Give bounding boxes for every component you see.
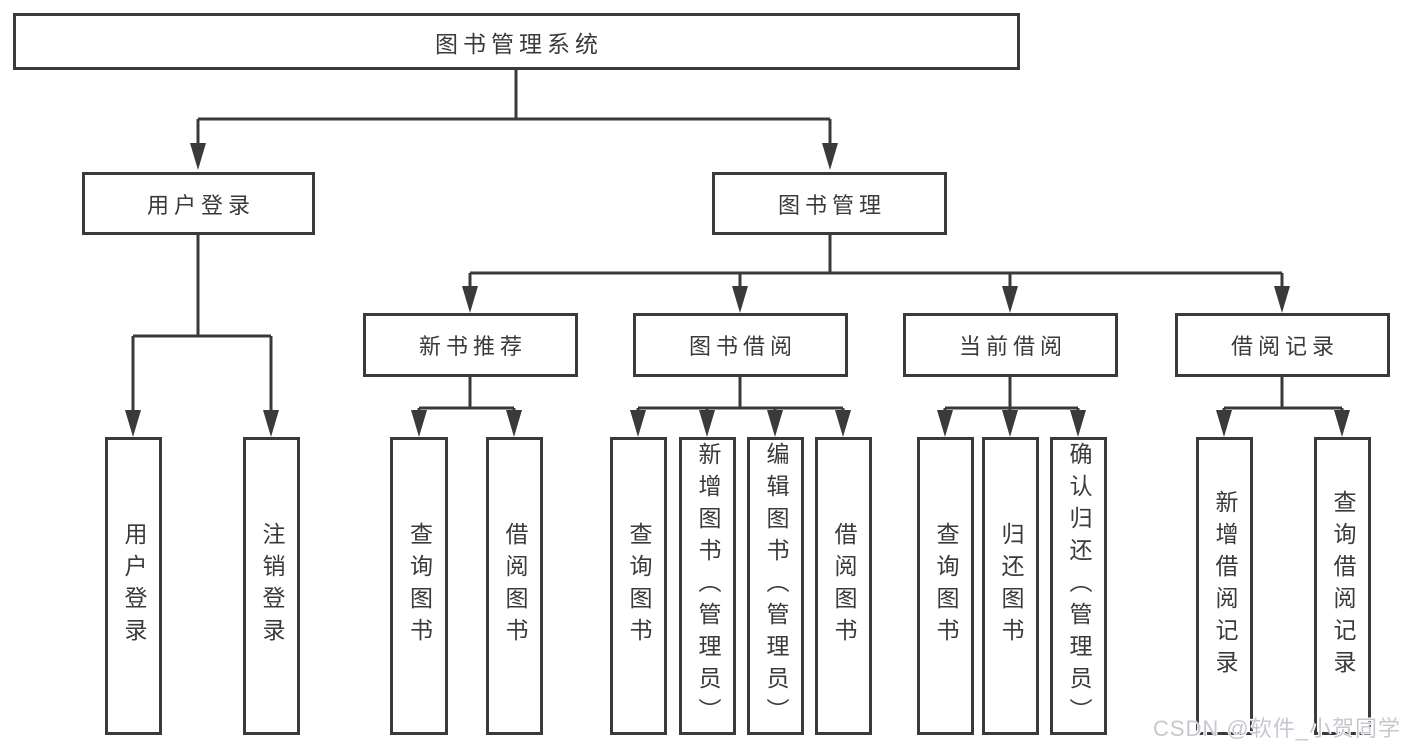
leaf-logout-label: 注销登录: [259, 522, 285, 650]
node-borrow-records: 借阅记录: [1175, 313, 1390, 377]
leaf-add-borrow-record: 新增借阅记录: [1196, 437, 1253, 735]
watermark: CSDN @软件_小贺同学: [1152, 716, 1401, 741]
leaf-query-borrow-record: 查询借阅记录: [1314, 437, 1371, 735]
connector-borrowing-to-leaves: [636, 377, 845, 413]
connector-userlogin-to-leaves: [131, 235, 273, 413]
leaf-borrow-books-borrowing: 借阅图书: [815, 437, 872, 735]
leaf-query-borrow-record-label: 查询借阅记录: [1330, 490, 1356, 682]
node-borrow-records-label: 借阅记录: [1230, 334, 1339, 359]
node-book-management: 图书管理: [712, 172, 947, 235]
connector-bookmgmt-to-level3: [468, 235, 1284, 288]
leaf-user-login: 用户登录: [105, 437, 162, 735]
leaf-add-books-admin-label: 新增图书（管理员）: [695, 442, 721, 730]
leaf-add-books-admin: 新增图书（管理员）: [679, 437, 736, 735]
leaf-borrow-books-recommend: 借阅图书: [486, 437, 543, 735]
leaf-logout: 注销登录: [243, 437, 300, 735]
arrowheads: [125, 143, 1350, 437]
leaf-query-books-recommend-label: 查询图书: [406, 522, 433, 650]
node-book-management-label: 图书管理: [777, 192, 886, 218]
leaf-add-borrow-record-label: 新增借阅记录: [1212, 490, 1238, 682]
node-book-borrowing-label: 图书借阅: [688, 334, 797, 359]
leaf-borrow-books-recommend-label: 借阅图书: [502, 522, 528, 650]
node-current-borrowing: 当前借阅: [903, 313, 1118, 377]
leaf-query-books-recommend: 查询图书: [390, 437, 448, 735]
node-root-label: 图书管理系统: [435, 30, 603, 57]
leaf-edit-books-admin-label: 编辑图书（管理员）: [763, 442, 789, 730]
leaf-query-books-current-label: 查询图书: [933, 522, 959, 650]
leaf-return-books: 归还图书: [982, 437, 1039, 735]
node-root: 图书管理系统: [13, 13, 1020, 70]
leaf-query-books-borrowing: 查询图书: [610, 437, 667, 735]
leaf-query-books-current: 查询图书: [917, 437, 974, 735]
connector-current-to-leaves: [943, 377, 1080, 413]
leaf-borrow-books-borrowing-label: 借阅图书: [831, 522, 857, 650]
node-new-book-recommend-label: 新书推荐: [418, 334, 527, 359]
connector-records-to-leaves: [1222, 377, 1344, 413]
node-book-borrowing: 图书借阅: [633, 313, 848, 377]
leaf-confirm-return-admin-label: 确认归还（管理员）: [1066, 442, 1092, 730]
connector-root-to-level2: [196, 70, 832, 146]
node-user-login: 用户登录: [82, 172, 315, 235]
leaf-edit-books-admin: 编辑图书（管理员）: [747, 437, 804, 735]
leaf-user-login-label: 用户登录: [121, 522, 147, 650]
leaf-return-books-label: 归还图书: [998, 522, 1024, 650]
leaf-query-books-borrowing-label: 查询图书: [626, 522, 652, 650]
connector-newbooks-to-leaves: [417, 377, 516, 413]
node-current-borrowing-label: 当前借阅: [958, 334, 1067, 359]
node-new-book-recommend: 新书推荐: [363, 313, 578, 377]
leaf-confirm-return-admin: 确认归还（管理员）: [1050, 437, 1107, 735]
node-user-login-label: 用户登录: [146, 192, 255, 218]
